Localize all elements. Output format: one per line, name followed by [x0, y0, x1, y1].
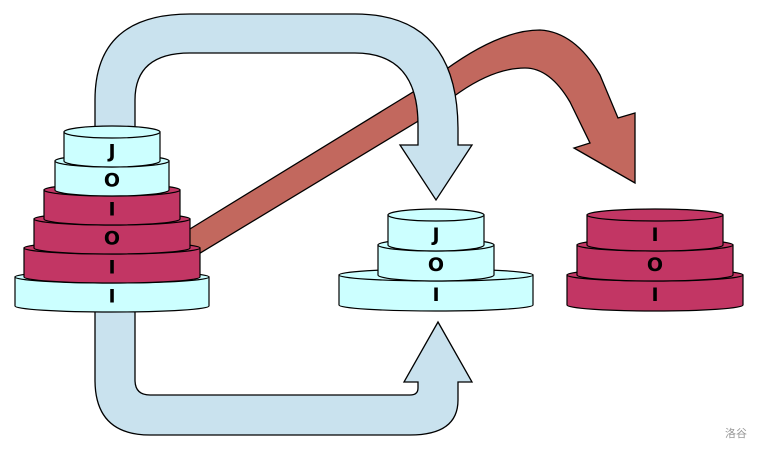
middle-stack-disc: J: [387, 208, 485, 252]
disc-body: [387, 214, 485, 252]
disc-label: O: [104, 228, 120, 250]
right-stack-disc: I: [586, 208, 724, 252]
disc-label: J: [106, 141, 115, 163]
disc-body: [63, 131, 161, 168]
disc-body: [377, 244, 495, 282]
right-stack: IOI: [566, 208, 744, 312]
disc-body: [33, 218, 191, 255]
disc-body: [23, 247, 201, 284]
source-stack-disc: J: [63, 125, 161, 168]
disc-body: [14, 276, 210, 313]
disc-body: [54, 160, 170, 197]
disc-label: I: [432, 284, 439, 306]
disc-body: [576, 244, 734, 282]
disc-body: [586, 214, 724, 252]
middle-stack: IOJ: [338, 208, 534, 312]
disc-label: I: [108, 257, 115, 279]
disc-top: [387, 208, 485, 222]
disc-label: O: [428, 254, 444, 276]
disc-body: [338, 274, 534, 312]
disc-label: J: [430, 224, 439, 246]
disc-top: [63, 125, 161, 139]
watermark-text: 洛谷: [725, 427, 747, 440]
disc-label: O: [647, 254, 663, 276]
disc-label: I: [108, 199, 115, 221]
disc-body: [43, 189, 181, 226]
disc-body: [566, 274, 744, 312]
disc-label: I: [108, 286, 115, 308]
disc-label: I: [651, 284, 658, 306]
top-blue-arrow: [94, 13, 474, 202]
disc-top: [586, 208, 724, 222]
disc-label: I: [651, 224, 658, 246]
bottom-blue-arrow: [94, 299, 474, 436]
disc-label: O: [104, 170, 120, 192]
